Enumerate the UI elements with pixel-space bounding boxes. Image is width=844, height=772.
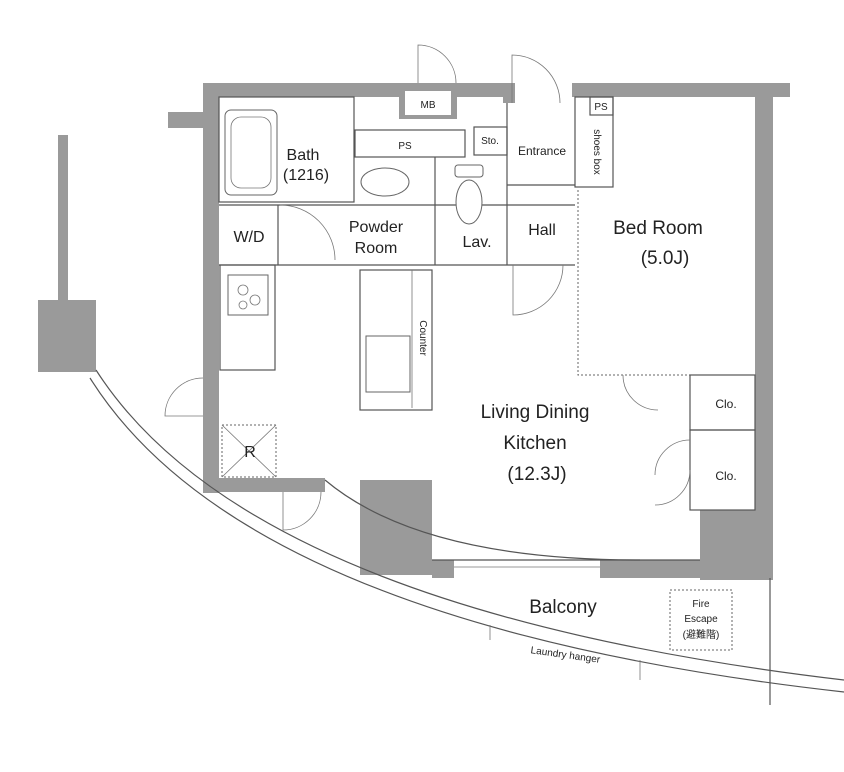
- fire-escape-label-2: Escape: [684, 614, 718, 625]
- ldk-label-2: Kitchen: [503, 433, 566, 454]
- mb-label: MB: [421, 100, 436, 111]
- ps-top-label: PS: [398, 141, 412, 152]
- bath-size-label: (1216): [283, 167, 329, 184]
- hall-label: Hall: [528, 222, 556, 239]
- room-labels: MB PS PS Sto. Entrance shoes box Bath (1…: [233, 100, 736, 666]
- interior-lines: [218, 96, 771, 705]
- doors: [164, 44, 691, 531]
- closet-lower-label: Clo.: [715, 469, 736, 483]
- refrigerator-label: R: [244, 444, 256, 461]
- ldk-label-1: Living Dining: [481, 402, 590, 423]
- bath-label: Bath: [287, 147, 320, 164]
- balcony-label: Balcony: [529, 597, 597, 618]
- closet-upper-label: Clo.: [715, 397, 736, 411]
- bedroom-label: Bed Room: [613, 218, 703, 239]
- ldk-size-label: (12.3J): [507, 464, 566, 485]
- powder-room-label-2: Room: [355, 240, 398, 257]
- shoes-box-label: shoes box: [591, 129, 602, 175]
- bedroom-size-label: (5.0J): [641, 248, 690, 269]
- counter-label: Counter: [417, 320, 428, 356]
- powder-room-label-1: Powder: [349, 219, 404, 236]
- fire-escape-label-3: (避難階): [683, 628, 720, 641]
- wd-label: W/D: [233, 229, 264, 246]
- balcony-rail: [89, 369, 844, 693]
- entrance-label: Entrance: [518, 144, 566, 158]
- ps-right-label: PS: [594, 102, 608, 113]
- lav-label: Lav.: [462, 234, 491, 251]
- sto-label: Sto.: [481, 136, 499, 147]
- walls: [38, 83, 790, 580]
- laundry-hanger-label: Laundry hanger: [530, 645, 602, 666]
- fire-escape-label-1: Fire: [692, 599, 710, 610]
